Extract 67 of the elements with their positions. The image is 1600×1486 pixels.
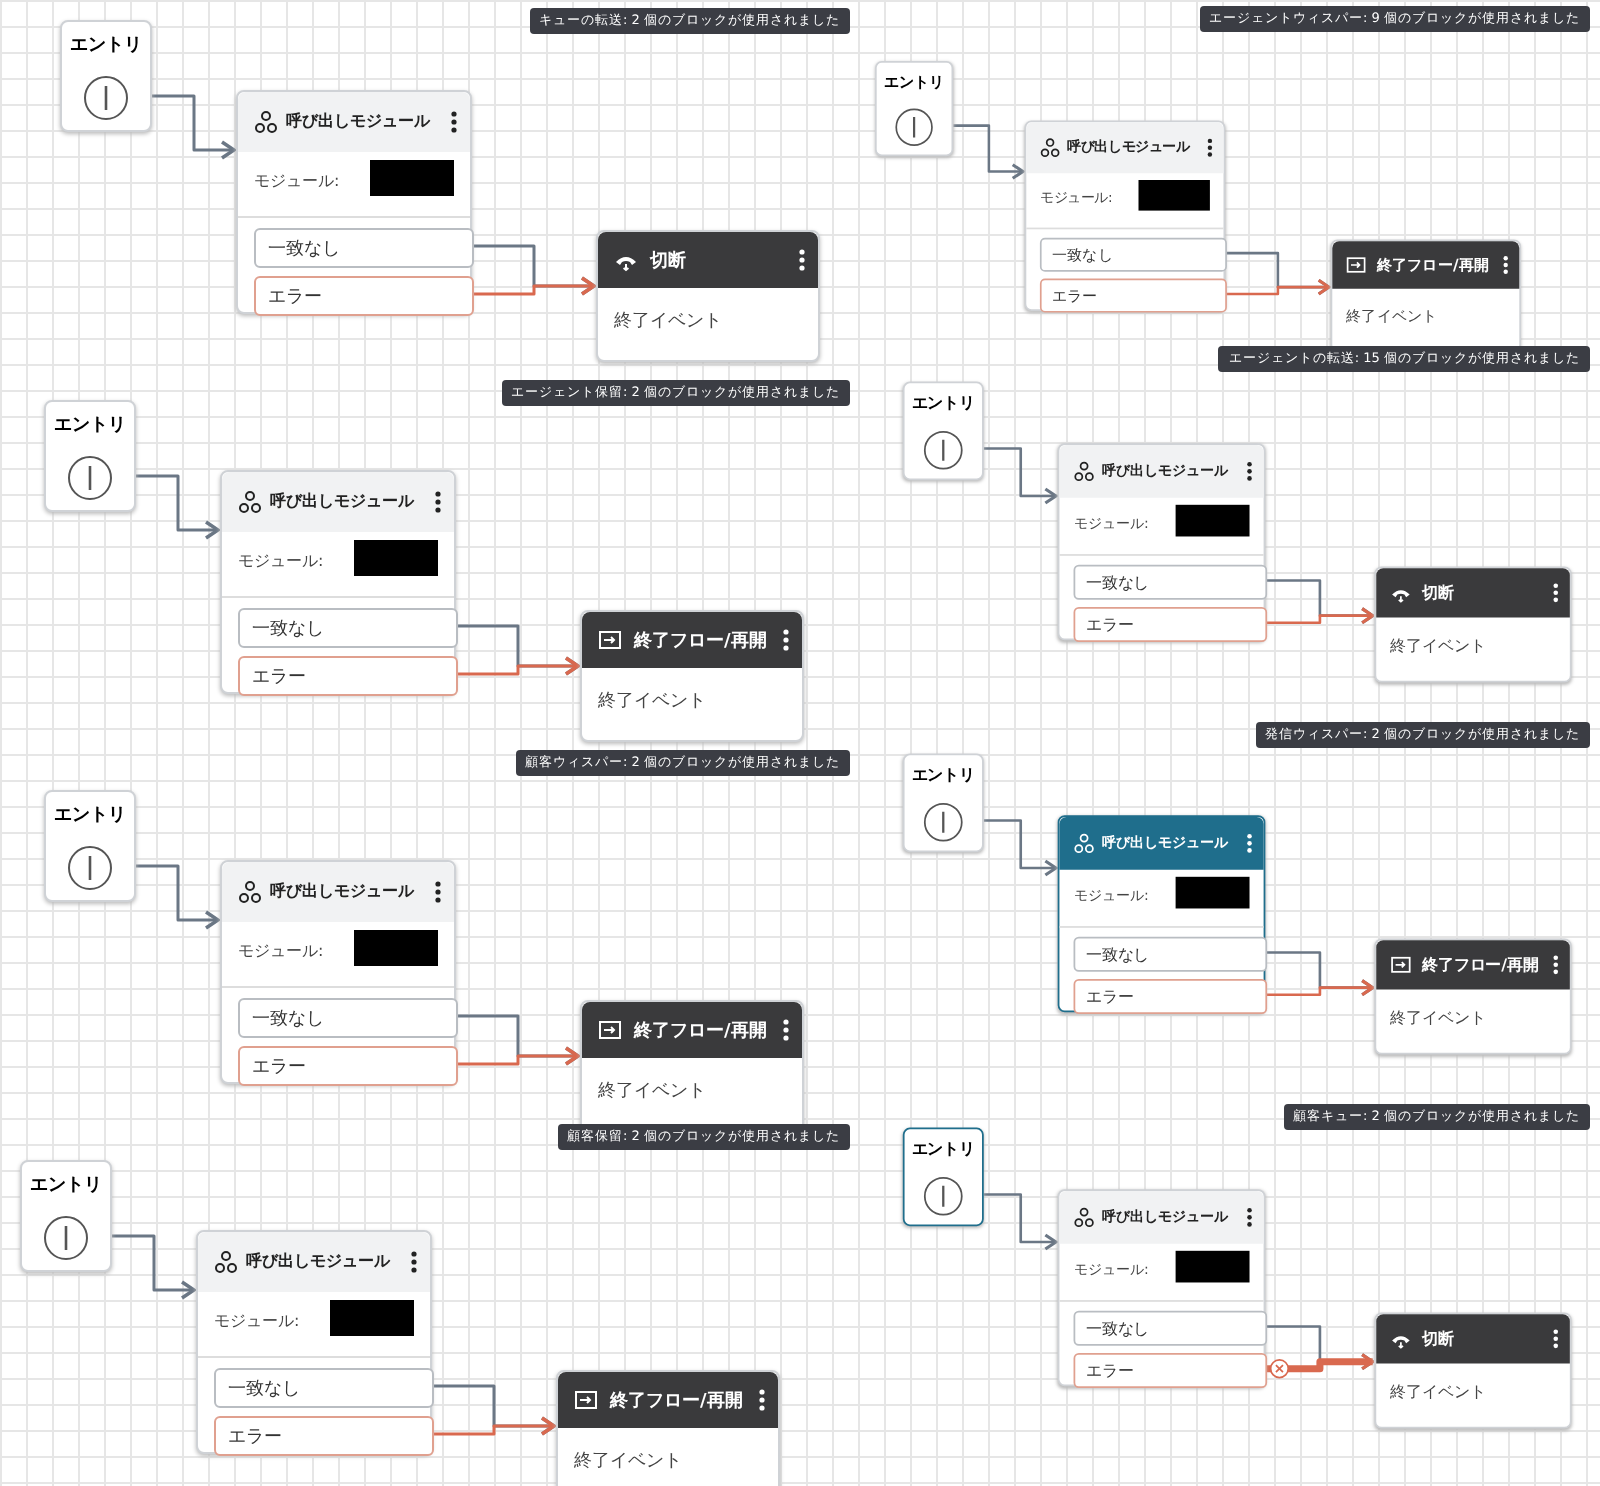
connector-arrow — [456, 656, 580, 676]
block-title: エントリ — [28, 1174, 104, 1198]
connector-arrow — [1225, 278, 1331, 296]
connector-arrow — [136, 474, 220, 540]
entry-block — [44, 790, 136, 902]
module-block — [1024, 120, 1226, 311]
end-block — [1374, 1312, 1572, 1429]
block-title: エントリ — [68, 34, 144, 58]
entry-block — [44, 400, 136, 512]
connector-arrow — [112, 1234, 196, 1300]
module-block — [236, 90, 472, 314]
block-label: 終了イベント — [614, 309, 722, 334]
end-block — [556, 1370, 780, 1486]
block-title: エントリ — [52, 804, 128, 828]
branch-row: 一致なし — [238, 998, 458, 1038]
entry-block — [20, 1160, 112, 1272]
block-label: 終了イベント — [574, 1449, 682, 1474]
module-block — [196, 1230, 432, 1454]
block-title: 呼び出しモジュール — [270, 880, 414, 902]
branch-row: エラー — [238, 656, 458, 696]
module-block — [1057, 443, 1266, 641]
block-title: 終了フロー/再開 — [610, 1389, 743, 1414]
entry-block — [875, 61, 954, 157]
block-label: 終了イベント — [598, 689, 706, 714]
branch-row: エラー — [238, 1046, 458, 1086]
block-title: 呼び出しモジュール — [270, 490, 414, 512]
module-block — [220, 470, 456, 694]
block-label: モジュール: — [214, 1310, 300, 1332]
block-title: 終了フロー/再開 — [634, 1019, 767, 1044]
block-label: モジュール: — [238, 550, 324, 572]
entry-block — [902, 381, 984, 481]
connector-arrow — [983, 447, 1058, 505]
connector-arrow — [152, 94, 236, 160]
end-block — [580, 610, 804, 742]
connector-arrow — [136, 864, 220, 930]
entry-block — [902, 753, 984, 853]
entry-block — [60, 20, 152, 132]
end-block — [1374, 566, 1572, 683]
connector-arrow — [432, 1416, 556, 1436]
end-block — [1330, 239, 1521, 352]
branch-row: 一致なし — [238, 608, 458, 648]
block-label: モジュール: — [238, 940, 324, 962]
block-label: モジュール: — [254, 170, 340, 192]
module-block — [1057, 1189, 1266, 1387]
end-block — [1374, 938, 1572, 1055]
connector-arrow — [472, 276, 596, 296]
block-title: 呼び出しモジュール — [286, 110, 430, 132]
branch-row: エラー — [254, 276, 474, 316]
module-block — [220, 860, 456, 1084]
connector-arrow — [983, 819, 1058, 877]
connector-arrow — [1265, 979, 1375, 997]
entry-block — [902, 1127, 984, 1227]
branch-row: エラー — [214, 1416, 434, 1456]
block-title: エントリ — [52, 414, 128, 438]
end-block — [596, 230, 820, 362]
connector-arrow — [456, 1046, 580, 1066]
connector-arrow — [953, 124, 1025, 180]
branch-row: 一致なし — [214, 1368, 434, 1408]
block-label: 終了イベント — [598, 1079, 706, 1104]
connector-arrow — [1265, 607, 1375, 625]
block-title: 呼び出しモジュール — [246, 1250, 390, 1272]
module-block — [1057, 815, 1266, 1013]
connector-arrow — [983, 1193, 1058, 1251]
branch-row: 一致なし — [254, 228, 474, 268]
block-title: 切断 — [650, 248, 686, 274]
block-title: 終了フロー/再開 — [634, 629, 767, 654]
connector-arrow — [1265, 1353, 1375, 1373]
